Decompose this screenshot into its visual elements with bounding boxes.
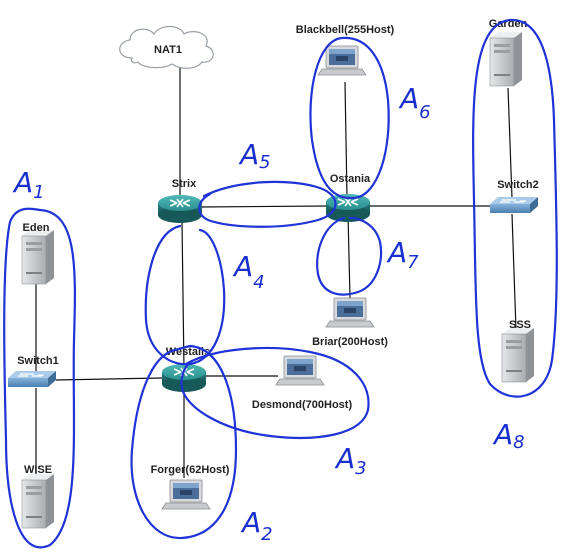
outline-a2 — [130, 344, 238, 540]
wise-label: WISE — [24, 464, 52, 476]
label-a5: A5 — [238, 138, 271, 173]
desmond-label: Desmond(700Host) — [252, 399, 353, 411]
subnet-labels: A1 A2 A3 A4 A5 A6 A7 A8 — [12, 82, 525, 545]
server-icon — [21, 229, 55, 285]
eden-server[interactable]: Eden — [21, 222, 55, 285]
outline-a1 — [3, 207, 76, 549]
switch1[interactable]: Switch1 — [7, 355, 59, 388]
outline-a6 — [309, 36, 390, 200]
ostania-router[interactable]: Ostania — [325, 173, 371, 223]
link-switch2-garden — [507, 87, 513, 199]
label-a7: A7 — [386, 236, 419, 273]
label-a2: A2 — [240, 506, 273, 545]
blackbell-label: Blackbell(255Host) — [296, 24, 395, 36]
laptop-icon — [275, 355, 325, 386]
link-strix-ostania — [199, 205, 329, 208]
server-icon — [21, 473, 55, 529]
server-icon — [501, 327, 535, 383]
blackbell-pc[interactable]: Blackbell(255Host) — [296, 24, 395, 76]
forger-label: Forger(62Host) — [151, 464, 230, 476]
link-ostania-briar — [347, 213, 351, 299]
link-strix-westalis — [181, 221, 185, 371]
outline-a7 — [316, 216, 383, 296]
desmond-pc[interactable]: Desmond(700Host) — [252, 355, 353, 411]
switch-icon — [489, 196, 539, 214]
link-blackbell-ostania — [344, 81, 348, 199]
briar-pc[interactable]: Briar(200Host) — [312, 297, 388, 348]
label-a4: A4 — [232, 250, 265, 293]
label-a6: A6 — [398, 82, 431, 123]
forger-pc[interactable]: Forger(62Host) — [151, 464, 230, 510]
switch-icon — [7, 370, 57, 388]
strix-label: Strix — [172, 178, 197, 190]
link-switch2-sss — [511, 213, 517, 331]
server-icon — [489, 31, 523, 87]
cloud-icon — [119, 25, 214, 69]
links — [35, 66, 517, 478]
subnet-outlines — [3, 18, 558, 549]
nat1-label: NAT1 — [154, 44, 182, 56]
switch2[interactable]: Switch2 — [489, 179, 539, 214]
outline-a4 — [144, 224, 226, 366]
label-a3: A3 — [334, 442, 367, 479]
switch1-label: Switch1 — [17, 355, 59, 367]
outline-a8 — [472, 18, 558, 398]
outline-a3 — [180, 346, 370, 439]
switch2-label: Switch2 — [497, 179, 539, 191]
label-a1: A1 — [12, 166, 45, 203]
briar-label: Briar(200Host) — [312, 336, 388, 348]
sss-label: SSS — [509, 319, 531, 331]
laptop-icon — [325, 297, 375, 328]
ostania-label: Ostania — [330, 173, 371, 185]
label-a8: A8 — [492, 418, 525, 453]
router-icon — [161, 363, 207, 393]
strix-router[interactable]: Strix — [157, 178, 203, 224]
sss-server[interactable]: SSS — [501, 319, 535, 383]
wise-server[interactable]: WISE — [21, 464, 55, 529]
router-icon — [157, 194, 203, 224]
eden-label: Eden — [23, 222, 50, 234]
laptop-icon — [161, 479, 211, 510]
outline-a5 — [198, 180, 337, 228]
nat1-cloud[interactable]: NAT1 — [119, 25, 214, 69]
